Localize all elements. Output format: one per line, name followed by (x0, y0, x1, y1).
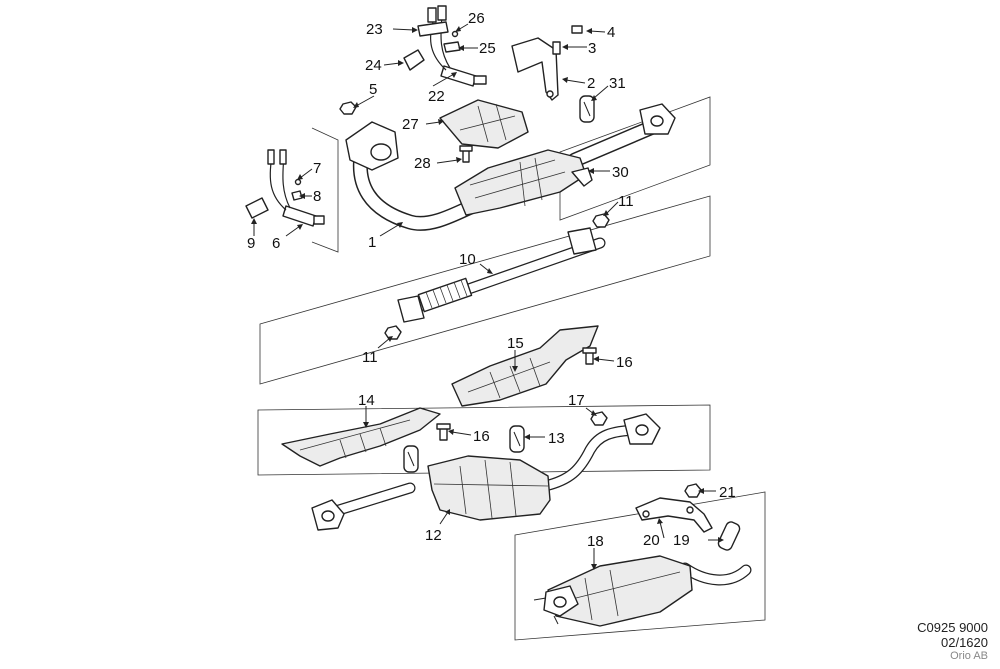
screw-26 (451, 30, 459, 38)
callout-4: 4 (607, 24, 615, 41)
leader-lines (251, 23, 724, 570)
rubber-hanger-13b (403, 445, 419, 473)
front-pipe-assembly (345, 103, 676, 231)
clip-9 (245, 197, 269, 219)
rear-muffler-assembly (533, 555, 752, 627)
bolt-16-lower (436, 423, 451, 441)
bolt-28 (459, 145, 473, 163)
clip-8 (291, 190, 303, 201)
callout-16-upper: 16 (616, 354, 633, 371)
diagram-date: 02/1620 (941, 635, 988, 650)
callout-1: 1 (368, 234, 376, 251)
heat-shield-14 (281, 407, 441, 467)
nut-11-lower (384, 325, 402, 340)
heat-shield-27 (439, 99, 529, 149)
bolt-4 (571, 25, 583, 34)
nut-21 (684, 483, 702, 498)
callout-8: 8 (313, 188, 321, 205)
bolt-3 (552, 41, 561, 55)
callout-24: 24 (365, 57, 382, 74)
clip-25 (443, 41, 461, 53)
callout-17: 17 (568, 392, 585, 409)
callout-15: 15 (507, 335, 524, 352)
rubber-hanger-31 (579, 95, 595, 123)
copyright-text: Orio AB (950, 650, 988, 662)
callout-20: 20 (643, 532, 660, 549)
callout-25: 25 (479, 40, 496, 57)
callout-9: 9 (247, 235, 255, 252)
callout-7: 7 (313, 160, 321, 177)
callout-3: 3 (588, 40, 596, 57)
nut-5 (339, 101, 357, 115)
callout-22: 22 (428, 88, 445, 105)
callout-14: 14 (358, 392, 375, 409)
callout-23: 23 (366, 21, 383, 38)
oxygen-sensor-6 (267, 149, 325, 227)
bolt-16-upper (582, 347, 597, 365)
heat-shield-15 (451, 325, 599, 407)
callout-5: 5 (369, 81, 377, 98)
bracket-2 (511, 37, 559, 101)
callout-2: 2 (587, 75, 595, 92)
diagram-code: C0925 9000 (917, 620, 988, 635)
intermediate-pipe-10 (397, 227, 606, 323)
callout-26: 26 (468, 10, 485, 27)
callout-18: 18 (587, 533, 604, 550)
callout-30: 30 (612, 164, 629, 181)
callout-labels: 1 2 3 4 5 6 7 8 9 10 11 11 12 13 14 15 1… (247, 10, 736, 550)
screw-7 (294, 178, 302, 186)
callout-13: 13 (548, 430, 565, 447)
middle-muffler-assembly (311, 413, 661, 531)
callout-6: 6 (272, 235, 280, 252)
callout-11-upper: 11 (618, 193, 634, 210)
callout-21: 21 (719, 484, 736, 501)
callout-12: 12 (425, 527, 442, 544)
bracket-20 (635, 497, 713, 533)
callout-10: 10 (459, 251, 476, 268)
nut-11-upper (592, 213, 610, 228)
rubber-hanger-13 (509, 425, 525, 453)
callout-31: 31 (609, 75, 626, 92)
oxygen-sensor-22 (417, 5, 487, 87)
callout-27: 27 (402, 116, 419, 133)
callout-16-lower: 16 (473, 428, 490, 445)
callout-11-lower: 11 (362, 349, 378, 366)
clip-24 (403, 49, 425, 71)
callout-28: 28 (414, 155, 431, 172)
callout-19: 19 (673, 532, 690, 549)
rubber-hanger-19 (717, 521, 741, 551)
